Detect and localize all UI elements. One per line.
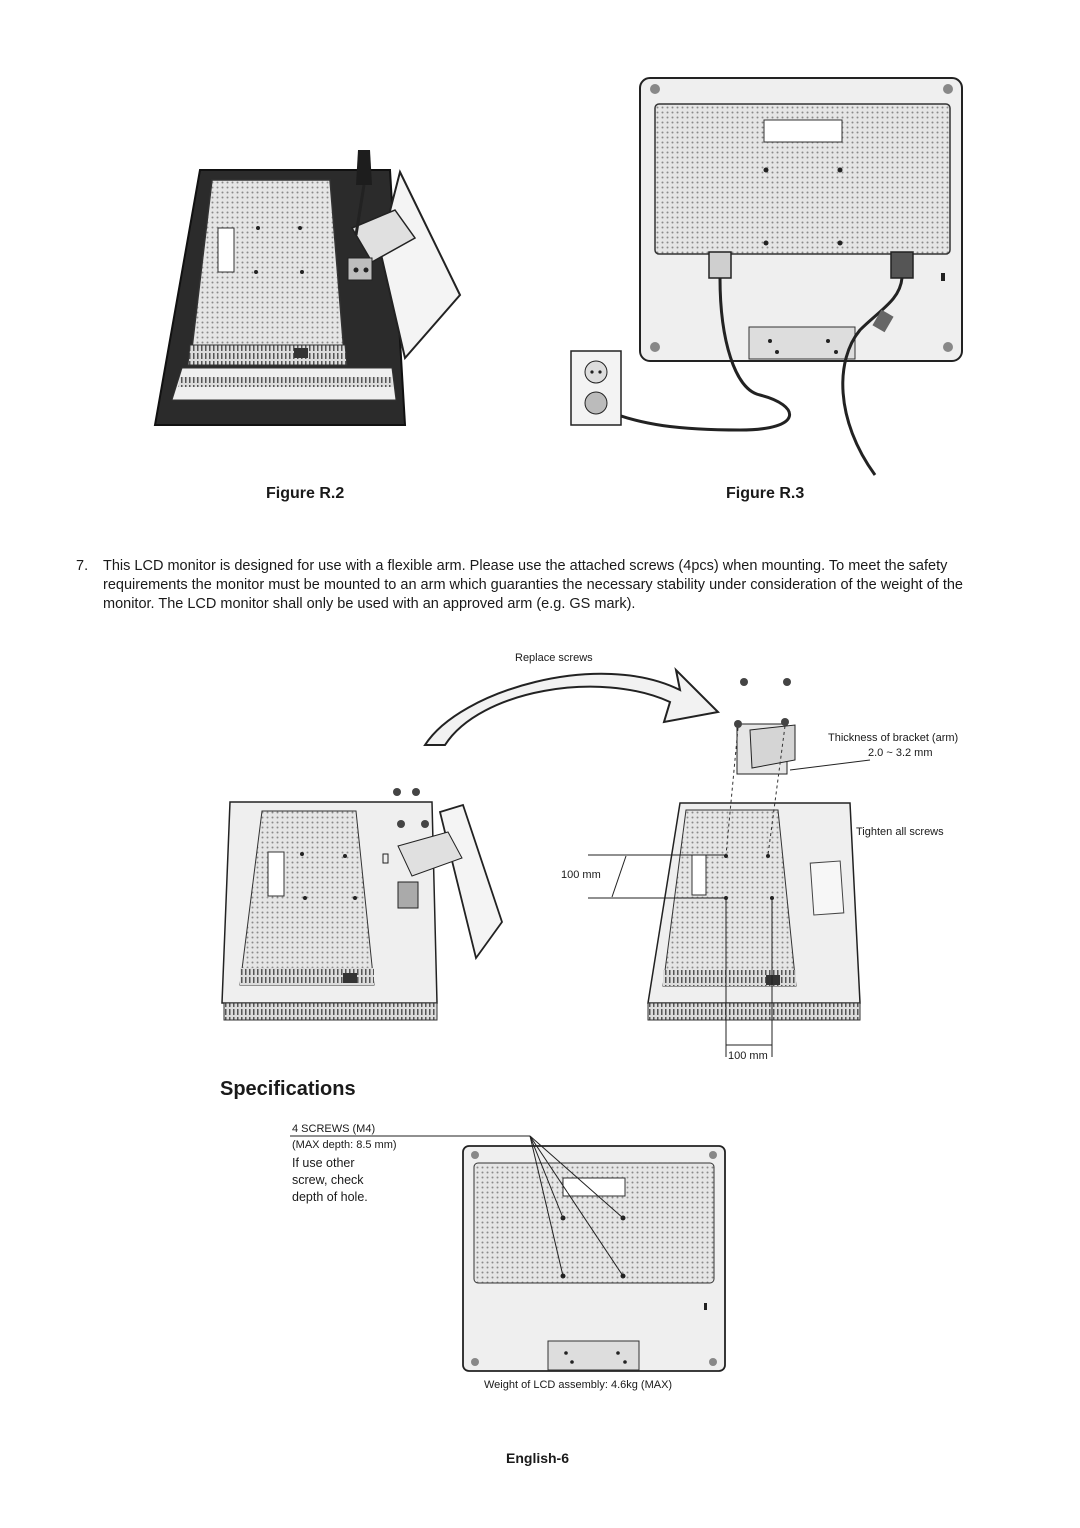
horizontal-spacing-label: 100 mm [728,1050,768,1062]
screw-note-line-1: If use other [292,1156,355,1170]
specifications-illustration [290,1135,726,1372]
weight-label: Weight of LCD assembly: 4.6kg (MAX) [484,1379,673,1391]
bracket-thickness-value: 2.0 ~ 3.2 mm [868,747,933,759]
arm-mounting-illustration [221,666,871,1057]
step-number: 7. [76,558,89,574]
figure-r3-caption: Figure R.3 [726,485,805,502]
screw-note: If use other screw, check depth of hole. [292,1155,368,1206]
specifications-heading: Specifications [220,1078,356,1100]
screw-count-label: 4 SCREWS (M4) [292,1123,376,1135]
page-footer: English-6 [506,1450,570,1466]
max-depth-label: (MAX depth: 8.5 mm) [292,1139,397,1151]
figure-r3-illustration [570,77,963,476]
screw-note-line-3: depth of hole. [292,1190,368,1204]
figure-r2-illustration [153,150,462,426]
replace-screws-label: Replace screws [515,652,593,664]
tighten-screws-label: Tighten all screws [856,826,944,838]
figure-r2-caption: Figure R.2 [266,485,345,502]
screw-note-line-2: screw, check [292,1173,364,1187]
bracket-thickness-label: Thickness of bracket (arm) [828,732,959,744]
step-text: This LCD monitor is designed for use wit… [103,558,963,612]
vertical-spacing-label: 100 mm [561,869,601,881]
